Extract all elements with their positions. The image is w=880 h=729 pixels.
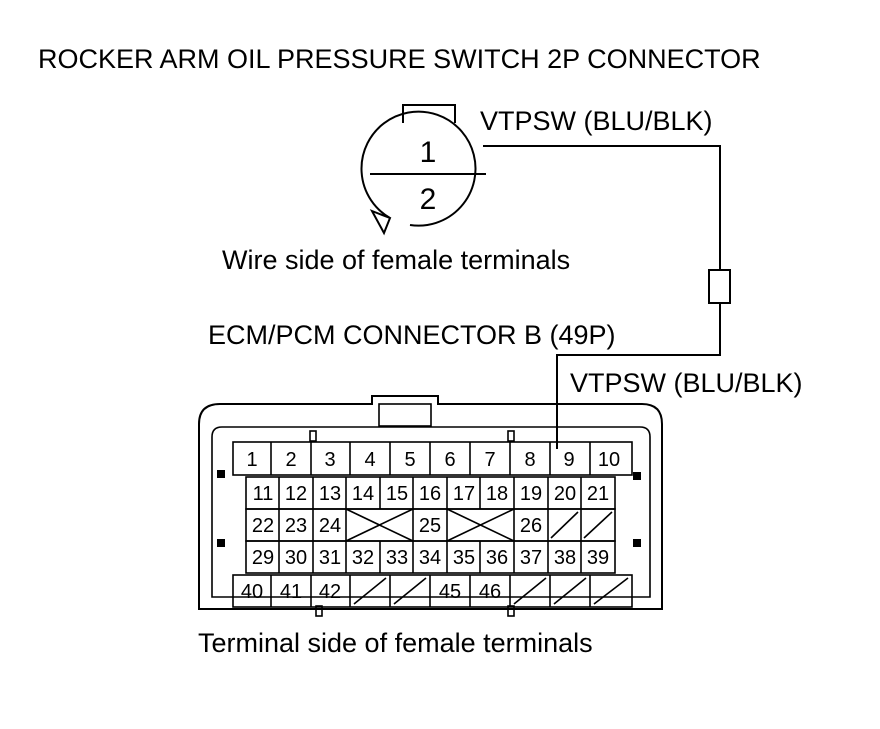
ecm-connector-body xyxy=(198,395,663,617)
ecm-terminal-grid: 1 2 3 4 5 6 7 8 9 10 11 12 13 14 15 16 1… xyxy=(232,441,633,608)
terminal-15: 15 xyxy=(386,483,408,505)
wire-junction xyxy=(708,269,731,304)
terminal-14: 14 xyxy=(352,483,374,505)
latch-right-upper xyxy=(633,472,641,480)
unused-cavity xyxy=(593,577,629,605)
terminal-1: 1 xyxy=(246,449,257,471)
terminal-24: 24 xyxy=(319,515,341,537)
terminal-17: 17 xyxy=(453,483,475,505)
diagram-title: ROCKER ARM OIL PRESSURE SWITCH 2P CONNEC… xyxy=(38,44,761,74)
switch-caption: Wire side of female terminals xyxy=(222,245,570,275)
pin-1-label: 1 xyxy=(420,136,437,169)
unused-cavity xyxy=(553,577,587,605)
terminal-6: 6 xyxy=(444,449,455,471)
switch-wire-label: VTPSW (BLU/BLK) xyxy=(480,106,713,136)
latch-left-upper xyxy=(217,470,225,478)
terminal-19: 19 xyxy=(520,483,542,505)
unused-cavity xyxy=(550,511,579,539)
pin-2-label: 2 xyxy=(420,183,437,216)
terminal-29: 29 xyxy=(252,547,274,569)
switch-2p-connector: 1 2 xyxy=(360,104,486,236)
terminal-39: 39 xyxy=(587,547,609,569)
terminal-31: 31 xyxy=(319,547,341,569)
terminal-46: 46 xyxy=(479,581,501,603)
ecm-wire-label: VTPSW (BLU/BLK) xyxy=(570,368,803,398)
terminal-32: 32 xyxy=(352,547,374,569)
unused-cavity xyxy=(513,577,547,605)
terminal-25: 25 xyxy=(419,515,441,537)
terminal-41: 41 xyxy=(280,581,302,603)
terminal-9: 9 xyxy=(563,449,574,471)
terminal-37: 37 xyxy=(520,547,542,569)
terminal-10: 10 xyxy=(598,449,620,471)
terminal-35: 35 xyxy=(453,547,475,569)
terminal-8: 8 xyxy=(524,449,535,471)
terminal-33: 33 xyxy=(386,547,408,569)
terminal-16: 16 xyxy=(419,483,441,505)
terminal-22: 22 xyxy=(252,515,274,537)
terminal-5: 5 xyxy=(404,449,415,471)
latch-right-lower xyxy=(633,539,641,547)
terminal-3: 3 xyxy=(324,449,335,471)
terminal-40: 40 xyxy=(241,581,263,603)
terminal-12: 12 xyxy=(285,483,307,505)
terminal-38: 38 xyxy=(554,547,576,569)
terminal-21: 21 xyxy=(587,483,609,505)
terminal-42: 42 xyxy=(319,581,341,603)
terminal-30: 30 xyxy=(285,547,307,569)
unused-cavity xyxy=(353,577,387,605)
terminal-23: 23 xyxy=(285,515,307,537)
terminal-20: 20 xyxy=(554,483,576,505)
ecm-caption: Terminal side of female terminals xyxy=(198,628,593,658)
terminal-11: 11 xyxy=(253,483,274,505)
terminal-26: 26 xyxy=(520,515,542,537)
terminal-34: 34 xyxy=(419,547,441,569)
terminal-45: 45 xyxy=(439,581,461,603)
ecm-connector-title: ECM/PCM CONNECTOR B (49P) xyxy=(208,320,616,350)
terminal-7: 7 xyxy=(484,449,495,471)
unused-cavity xyxy=(393,577,427,605)
terminal-2: 2 xyxy=(285,449,296,471)
latch-left-lower xyxy=(217,539,225,547)
terminal-13: 13 xyxy=(319,483,341,505)
terminal-36: 36 xyxy=(486,547,508,569)
vtpsw-wire xyxy=(483,145,731,449)
unused-cavity xyxy=(583,511,613,539)
terminal-4: 4 xyxy=(364,449,375,471)
terminal-18: 18 xyxy=(486,483,508,505)
